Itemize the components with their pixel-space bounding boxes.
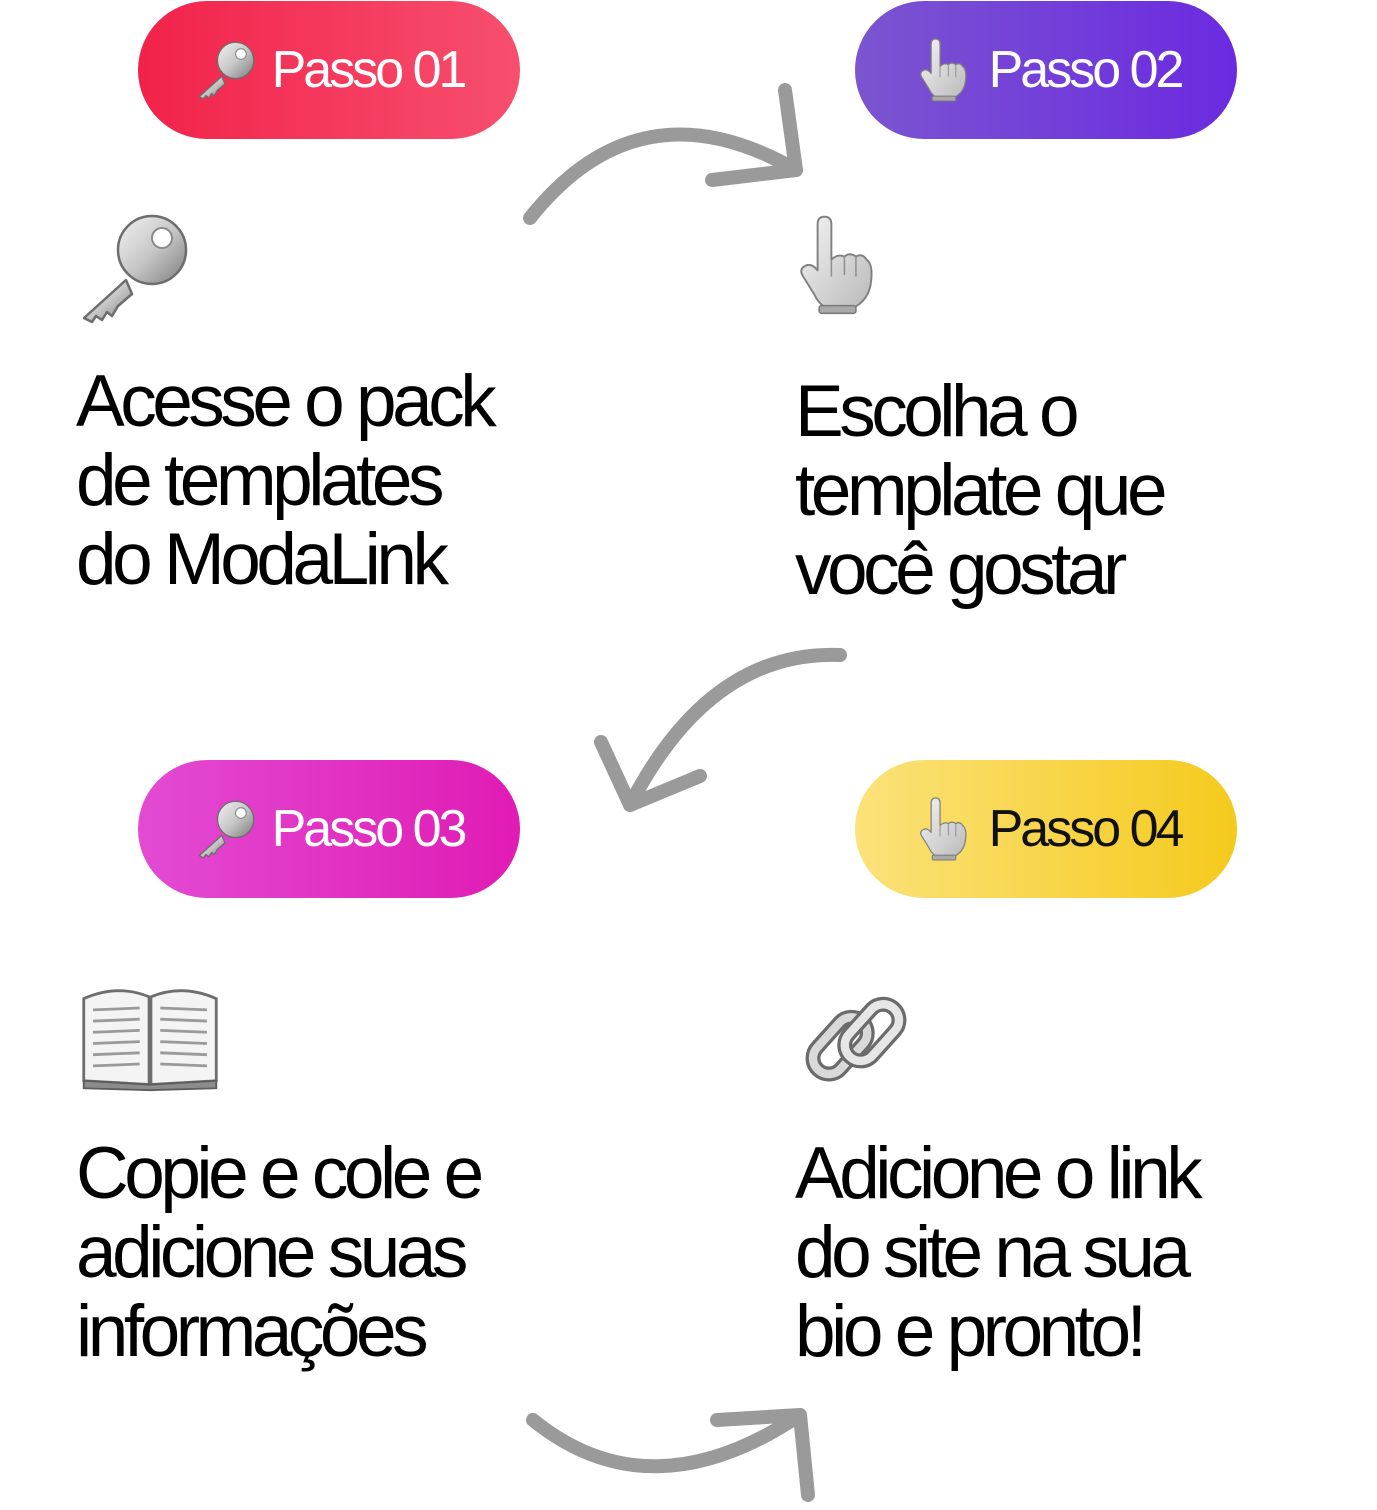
step-2-line-1: Escolha o [795, 371, 1080, 452]
step-1-line-1: Acesse o pack [76, 361, 497, 442]
step-3-badge: Passo 03 [138, 760, 520, 898]
step-3-badge-label: Passo 03 [271, 800, 468, 858]
step-2-badge-label: Passo 02 [988, 41, 1185, 99]
step-2-line-2: template que [795, 450, 1168, 531]
arrow-group [523, 83, 847, 1502]
step-1-badge-label: Passo 01 [271, 41, 468, 99]
step-4-description: Adicione o link do site na sua bio e pro… [795, 1133, 1203, 1372]
step-1-line-2: de templates [76, 440, 444, 521]
step-2-badge: Passo 02 [855, 1, 1237, 139]
step-2-line-3: você gostar [795, 529, 1127, 610]
arrow-step3-to-step4 [526, 1408, 815, 1502]
step-4-badge-label: Passo 04 [988, 800, 1185, 858]
step-4-line-2: do site na sua [795, 1212, 1191, 1293]
step-2-description: Escolha o template que você gostar [795, 371, 1168, 610]
step-3-line-1: Copie e cole e [76, 1133, 484, 1214]
step-4-badge: Passo 04 [855, 760, 1237, 898]
arrow-step1-to-step2 [523, 83, 803, 225]
step-1-line-3: do ModaLink [76, 519, 449, 600]
pointing-hand-icon [911, 797, 975, 861]
pointing-hand-icon [911, 38, 975, 102]
step-3-line-2: adicione suas [76, 1212, 468, 1293]
key-icon [194, 797, 258, 861]
step-1-description: Acesse o pack de templates do ModaLink [76, 361, 497, 600]
step-1-badge: Passo 01 [138, 1, 520, 139]
step-3-line-3: informações [76, 1291, 429, 1372]
key-icon [74, 208, 194, 328]
pointing-hand-icon [790, 203, 882, 327]
arrow-step2-to-step3 [594, 647, 847, 812]
step-3-description: Copie e cole e adicione suas informações [76, 1133, 484, 1372]
step-4-line-3: bio e pronto! [795, 1291, 1147, 1372]
step-4-line-1: Adicione o link [795, 1133, 1203, 1214]
key-icon [194, 38, 258, 102]
chain-link-icon [798, 985, 914, 1097]
open-book-icon [78, 980, 222, 1092]
